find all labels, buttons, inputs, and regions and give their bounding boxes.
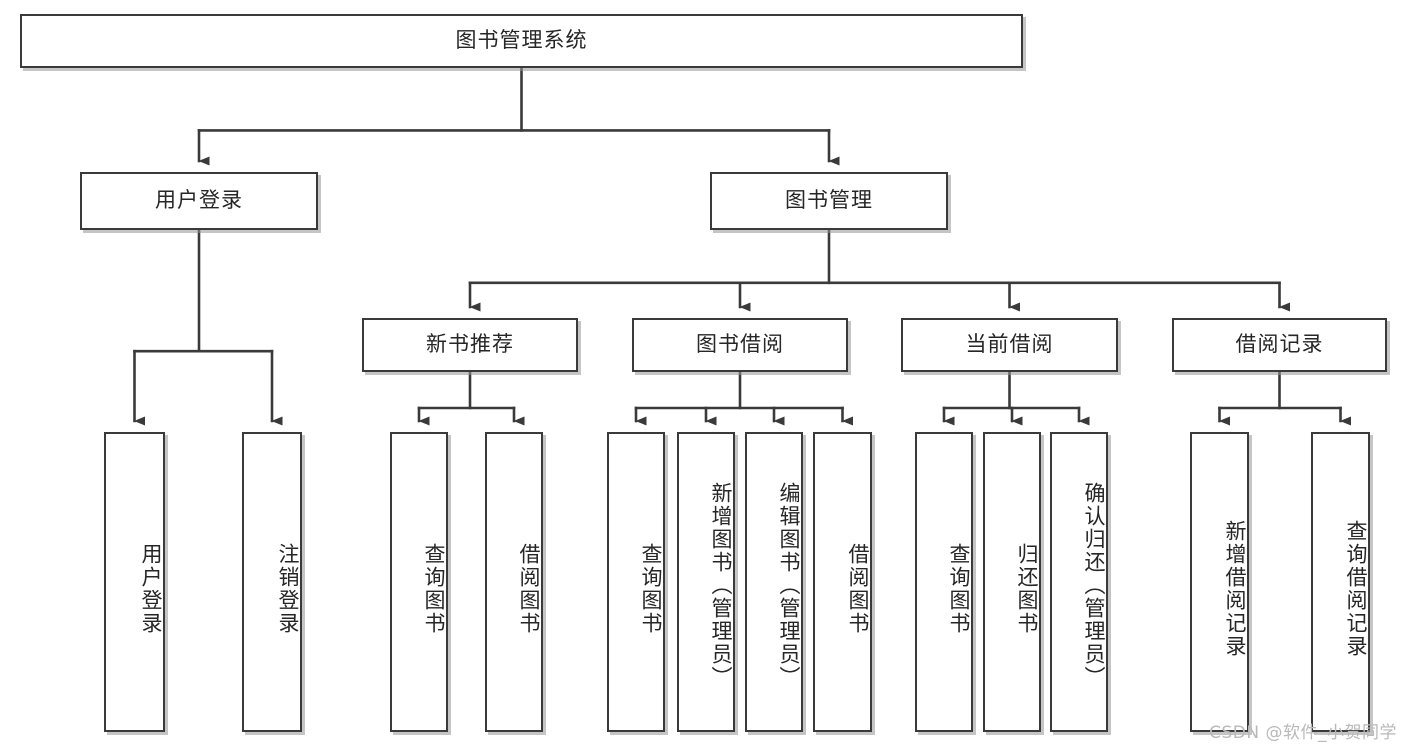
node-leaf-add-borrow-record-label: 新增借阅记录 [1223, 520, 1247, 658]
node-leaf-return-book[interactable]: 归还图书 [983, 432, 1041, 732]
node-current-borrow-label: 当前借阅 [965, 332, 1054, 357]
node-leaf-add-book[interactable]: 新增图书（管理员） [677, 432, 735, 732]
node-leaf-borrow-book-label: 借阅图书 [846, 543, 870, 635]
node-leaf-user-logout[interactable]: 注销登录 [242, 432, 302, 732]
node-leaf-borrow-book-recommend[interactable]: 借阅图书 [485, 432, 543, 732]
node-leaf-borrow-book-recommend-label: 借阅图书 [517, 543, 541, 635]
node-leaf-edit-book-label: 编辑图书（管理员） [777, 481, 801, 689]
node-leaf-add-book-label: 新增图书（管理员） [709, 481, 733, 689]
node-leaf-query-borrow-record-label: 查询借阅记录 [1344, 520, 1368, 658]
node-book-borrow-label: 图书借阅 [696, 332, 784, 357]
node-leaf-user-login-label: 用户登录 [139, 543, 163, 635]
node-borrow-record[interactable]: 借阅记录 [1172, 318, 1387, 372]
node-leaf-query-borrow-record[interactable]: 查询借阅记录 [1311, 432, 1370, 732]
node-new-book-recommend[interactable]: 新书推荐 [362, 318, 578, 372]
node-leaf-user-logout-label: 注销登录 [276, 543, 300, 635]
node-new-book-recommend-label: 新书推荐 [426, 332, 514, 357]
node-leaf-edit-book[interactable]: 编辑图书（管理员） [745, 432, 803, 732]
node-book-management[interactable]: 图书管理 [710, 172, 948, 230]
node-book-borrow[interactable]: 图书借阅 [632, 318, 848, 372]
node-leaf-user-login[interactable]: 用户登录 [104, 432, 165, 732]
node-leaf-query-book-current-label: 查询图书 [947, 543, 971, 635]
node-system[interactable]: 图书管理系统 [20, 14, 1023, 68]
node-system-label: 图书管理系统 [455, 28, 588, 53]
node-leaf-add-borrow-record[interactable]: 新增借阅记录 [1190, 432, 1249, 732]
node-current-borrow[interactable]: 当前借阅 [901, 318, 1118, 372]
node-leaf-confirm-return-label: 确认归还（管理员） [1082, 481, 1106, 689]
node-leaf-confirm-return[interactable]: 确认归还（管理员） [1050, 432, 1108, 732]
node-leaf-return-book-label: 归还图书 [1015, 543, 1039, 635]
node-leaf-borrow-book[interactable]: 借阅图书 [813, 432, 872, 732]
node-leaf-query-book-current[interactable]: 查询图书 [915, 432, 973, 732]
node-book-management-label: 图书管理 [785, 188, 873, 213]
node-user-login-label: 用户登录 [155, 188, 243, 213]
csdn-watermark: CSDN @软件_小贺同学 [1209, 723, 1397, 743]
node-leaf-query-book-recommend[interactable]: 查询图书 [390, 432, 448, 732]
node-user-login[interactable]: 用户登录 [80, 172, 318, 230]
node-borrow-record-label: 借阅记录 [1235, 332, 1324, 357]
node-leaf-query-book-recommend-label: 查询图书 [422, 543, 446, 635]
node-leaf-query-book-borrow-label: 查询图书 [639, 543, 663, 635]
node-leaf-query-book-borrow[interactable]: 查询图书 [607, 432, 665, 732]
